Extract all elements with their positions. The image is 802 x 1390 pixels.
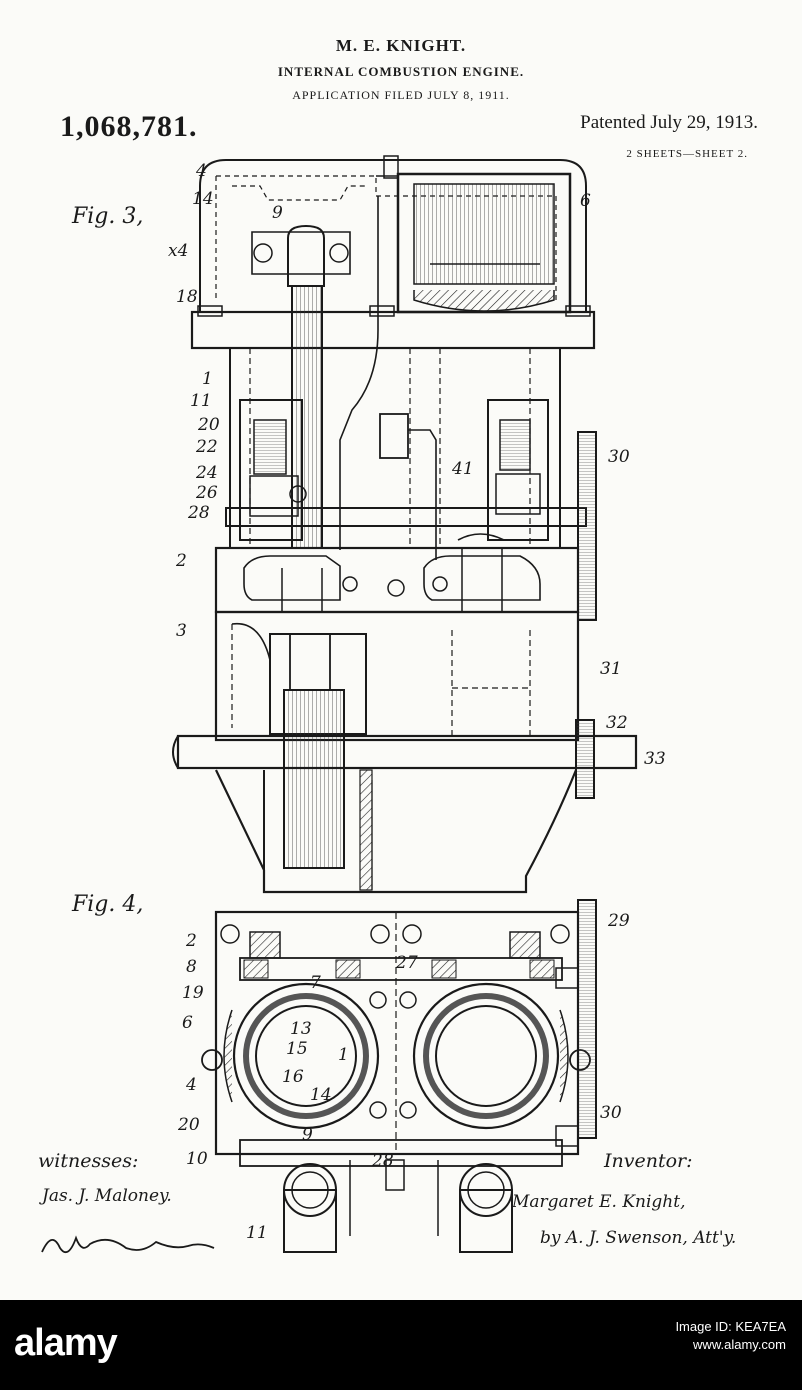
ref-9: 9 bbox=[272, 203, 283, 223]
ref-4: 4 bbox=[195, 161, 207, 181]
ref-30: 30 bbox=[608, 447, 630, 467]
fig3-flange bbox=[190, 310, 596, 350]
fig3-label: Fig. 3, bbox=[72, 204, 144, 229]
ref-6: 6 bbox=[580, 191, 591, 211]
patent-title: INTERNAL COMBUSTION ENGINE. bbox=[277, 64, 525, 79]
witness-signature: Jas. J. Maloney. bbox=[42, 1186, 172, 1206]
fig3-gear-30 bbox=[577, 431, 597, 621]
ref-fig4-1: 1 bbox=[338, 1045, 349, 1065]
ref-fig4-6: 6 bbox=[182, 1013, 193, 1033]
patent-number: 1,068,781. bbox=[60, 110, 198, 143]
fig4-left-bore bbox=[255, 1005, 357, 1107]
ref-fig4-13: 13 bbox=[290, 1019, 312, 1039]
ref-32: 32 bbox=[606, 713, 628, 733]
ref-fig4-27: 27 bbox=[395, 953, 418, 973]
ref-24: 24 bbox=[195, 463, 218, 483]
inventor-signature: Margaret E. Knight, bbox=[512, 1192, 686, 1212]
fig4-right-exhaust bbox=[459, 1189, 513, 1253]
ref-fig4-10: 10 bbox=[186, 1149, 208, 1169]
ref-fig4-16: 16 bbox=[282, 1067, 304, 1087]
fig3-drawing bbox=[172, 155, 638, 894]
fig4-label: Fig. 4, bbox=[72, 892, 144, 917]
ref-41: 41 bbox=[451, 459, 474, 479]
fig3-crankshaft bbox=[176, 734, 638, 770]
reference-numerals: 4 14 9 x4 18 6 1 11 20 22 24 26 28 41 30… bbox=[168, 161, 666, 1243]
footer-meta: Image ID: KEA7EA www.alamy.com bbox=[675, 1318, 786, 1354]
ref-20: 20 bbox=[197, 415, 220, 435]
ref-fig4-19: 19 bbox=[182, 983, 204, 1003]
ref-fig4-30: 30 bbox=[600, 1103, 622, 1123]
fig4-drawing bbox=[201, 899, 597, 1253]
fig3-cylinder-head bbox=[199, 159, 587, 313]
ref-14: 14 bbox=[192, 189, 214, 209]
attorney-signature: by A. J. Swenson, Att'y. bbox=[540, 1228, 737, 1248]
engine-drawing: 4 14 9 x4 18 6 1 11 20 22 24 26 28 41 30… bbox=[168, 155, 666, 1253]
fig4-gear bbox=[577, 899, 597, 1139]
ref-fig4-20: 20 bbox=[177, 1115, 200, 1135]
ref-28: 28 bbox=[187, 503, 210, 523]
ref-fig4-15: 15 bbox=[286, 1039, 308, 1059]
ref-11: 11 bbox=[190, 391, 212, 411]
ref-26: 26 bbox=[195, 483, 218, 503]
ref-3: 3 bbox=[176, 621, 187, 641]
ref-fig4-9: 9 bbox=[302, 1125, 313, 1145]
witnesses-label: witnesses: bbox=[38, 1150, 139, 1172]
filing-date: APPLICATION FILED JULY 8, 1911. bbox=[292, 88, 510, 102]
patented-date: Patented July 29, 1913. bbox=[580, 112, 758, 133]
inventor-name: M. E. KNIGHT. bbox=[335, 36, 467, 55]
alamy-logo: alamy bbox=[14, 1322, 118, 1364]
ref-31: 31 bbox=[600, 659, 622, 679]
ref-fig4-14: 14 bbox=[310, 1085, 332, 1105]
ref-fig4-11: 11 bbox=[246, 1223, 268, 1243]
ref-fig4-2: 2 bbox=[185, 931, 197, 951]
ref-fig4-4: 4 bbox=[185, 1075, 197, 1095]
patent-sheet: M. E. KNIGHT. INTERNAL COMBUSTION ENGINE… bbox=[38, 36, 758, 1254]
fig4-right-bore bbox=[435, 1005, 537, 1107]
ref-22: 22 bbox=[195, 437, 218, 457]
fig3-crankcase bbox=[214, 610, 580, 742]
ref-18: 18 bbox=[176, 287, 198, 307]
ref-2: 2 bbox=[175, 551, 187, 571]
fig3-exhaust-pipe bbox=[291, 285, 323, 549]
second-witness-signature bbox=[41, 1235, 215, 1254]
ref-fig4-8: 8 bbox=[186, 957, 197, 977]
ref-1: 1 bbox=[202, 369, 213, 389]
fig3-camshaft bbox=[225, 507, 587, 527]
ref-fig4-29: 29 bbox=[607, 911, 630, 931]
fig3-connecting-rod bbox=[283, 689, 345, 869]
stock-footer: alamy Image ID: KEA7EA www.alamy.com bbox=[0, 1300, 802, 1390]
fig3-oil-pan bbox=[215, 769, 578, 894]
fig4-left-exhaust bbox=[283, 1189, 337, 1253]
footer-url: www.alamy.com bbox=[693, 1337, 786, 1352]
sheet-count: 2 SHEETS—SHEET 2. bbox=[626, 148, 748, 160]
ref-33: 33 bbox=[644, 749, 666, 769]
inventor-label: Inventor: bbox=[604, 1150, 693, 1172]
ref-x4: x4 bbox=[168, 241, 188, 261]
ref-fig4-7: 7 bbox=[310, 973, 321, 993]
image-id: Image ID: KEA7EA bbox=[675, 1319, 786, 1334]
ref-fig4-28: 28 bbox=[371, 1151, 394, 1171]
